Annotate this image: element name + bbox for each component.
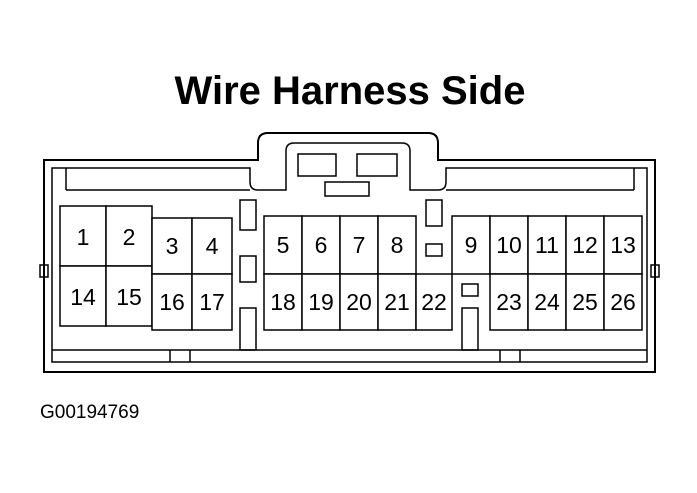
pin-label: 22 [421, 289, 447, 315]
pin-cavity [191, 273, 233, 331]
latch-lock-left [297, 153, 337, 177]
pin-cavity [191, 217, 233, 275]
diagram-title: Wire Harness Side [175, 69, 526, 113]
pin-grid [59, 205, 643, 331]
pin-labels: 1 2 3 4 5 6 7 8 9 10 11 12 13 14 15 16 1… [70, 224, 636, 315]
pin-label: 2 [123, 224, 136, 250]
pin-cavity [263, 215, 303, 275]
pin-cavity [339, 273, 379, 331]
pin-cavity [263, 273, 303, 331]
pin-cavity [451, 215, 491, 275]
pin-label: 5 [277, 232, 290, 258]
pin-label: 26 [610, 289, 636, 315]
pin-label: 8 [391, 232, 404, 258]
pin-label: 14 [70, 284, 96, 310]
key-slot-lower [461, 283, 479, 297]
pin-cavity [105, 265, 153, 327]
pin-label: 10 [496, 232, 522, 258]
pin-cavity [527, 273, 567, 331]
pin-cavity [565, 215, 605, 275]
key-slot-upper [425, 243, 443, 257]
pin-label: 25 [572, 289, 598, 315]
pin-label: 3 [166, 233, 179, 259]
pin-label: 1 [77, 224, 90, 250]
figure-id: G00194769 [40, 402, 139, 423]
pin-cavity [603, 215, 643, 275]
pin-label: 19 [308, 289, 334, 315]
pin-cavity [301, 273, 341, 331]
pin-cavity [603, 273, 643, 331]
pin-cavity [377, 215, 417, 275]
pin-label: 11 [535, 232, 559, 258]
pin-label: 18 [270, 289, 296, 315]
pin-cavity [415, 273, 453, 331]
pin-label: 9 [465, 232, 478, 258]
pin-label: 23 [496, 289, 522, 315]
pin-cavity [151, 217, 193, 275]
connector-housing [39, 132, 660, 373]
pin-label: 21 [384, 289, 410, 315]
pin-label: 16 [159, 289, 185, 315]
pin-cavity [151, 273, 193, 331]
pin-cavity [59, 265, 107, 327]
latch-lock-right [356, 153, 398, 177]
pin-label: 6 [315, 232, 328, 258]
pin-cavity [489, 273, 529, 331]
pin-label: 15 [116, 284, 142, 310]
pin-label: 4 [206, 233, 219, 259]
pin-cavity [527, 215, 567, 275]
pin-label: 13 [610, 232, 636, 258]
pin-label: 12 [572, 232, 598, 258]
pin-label: 24 [534, 289, 560, 315]
pin-label: 17 [199, 289, 225, 315]
latch-tab [324, 181, 370, 197]
pin-label: 7 [353, 232, 366, 258]
pin-label: 20 [346, 289, 372, 315]
